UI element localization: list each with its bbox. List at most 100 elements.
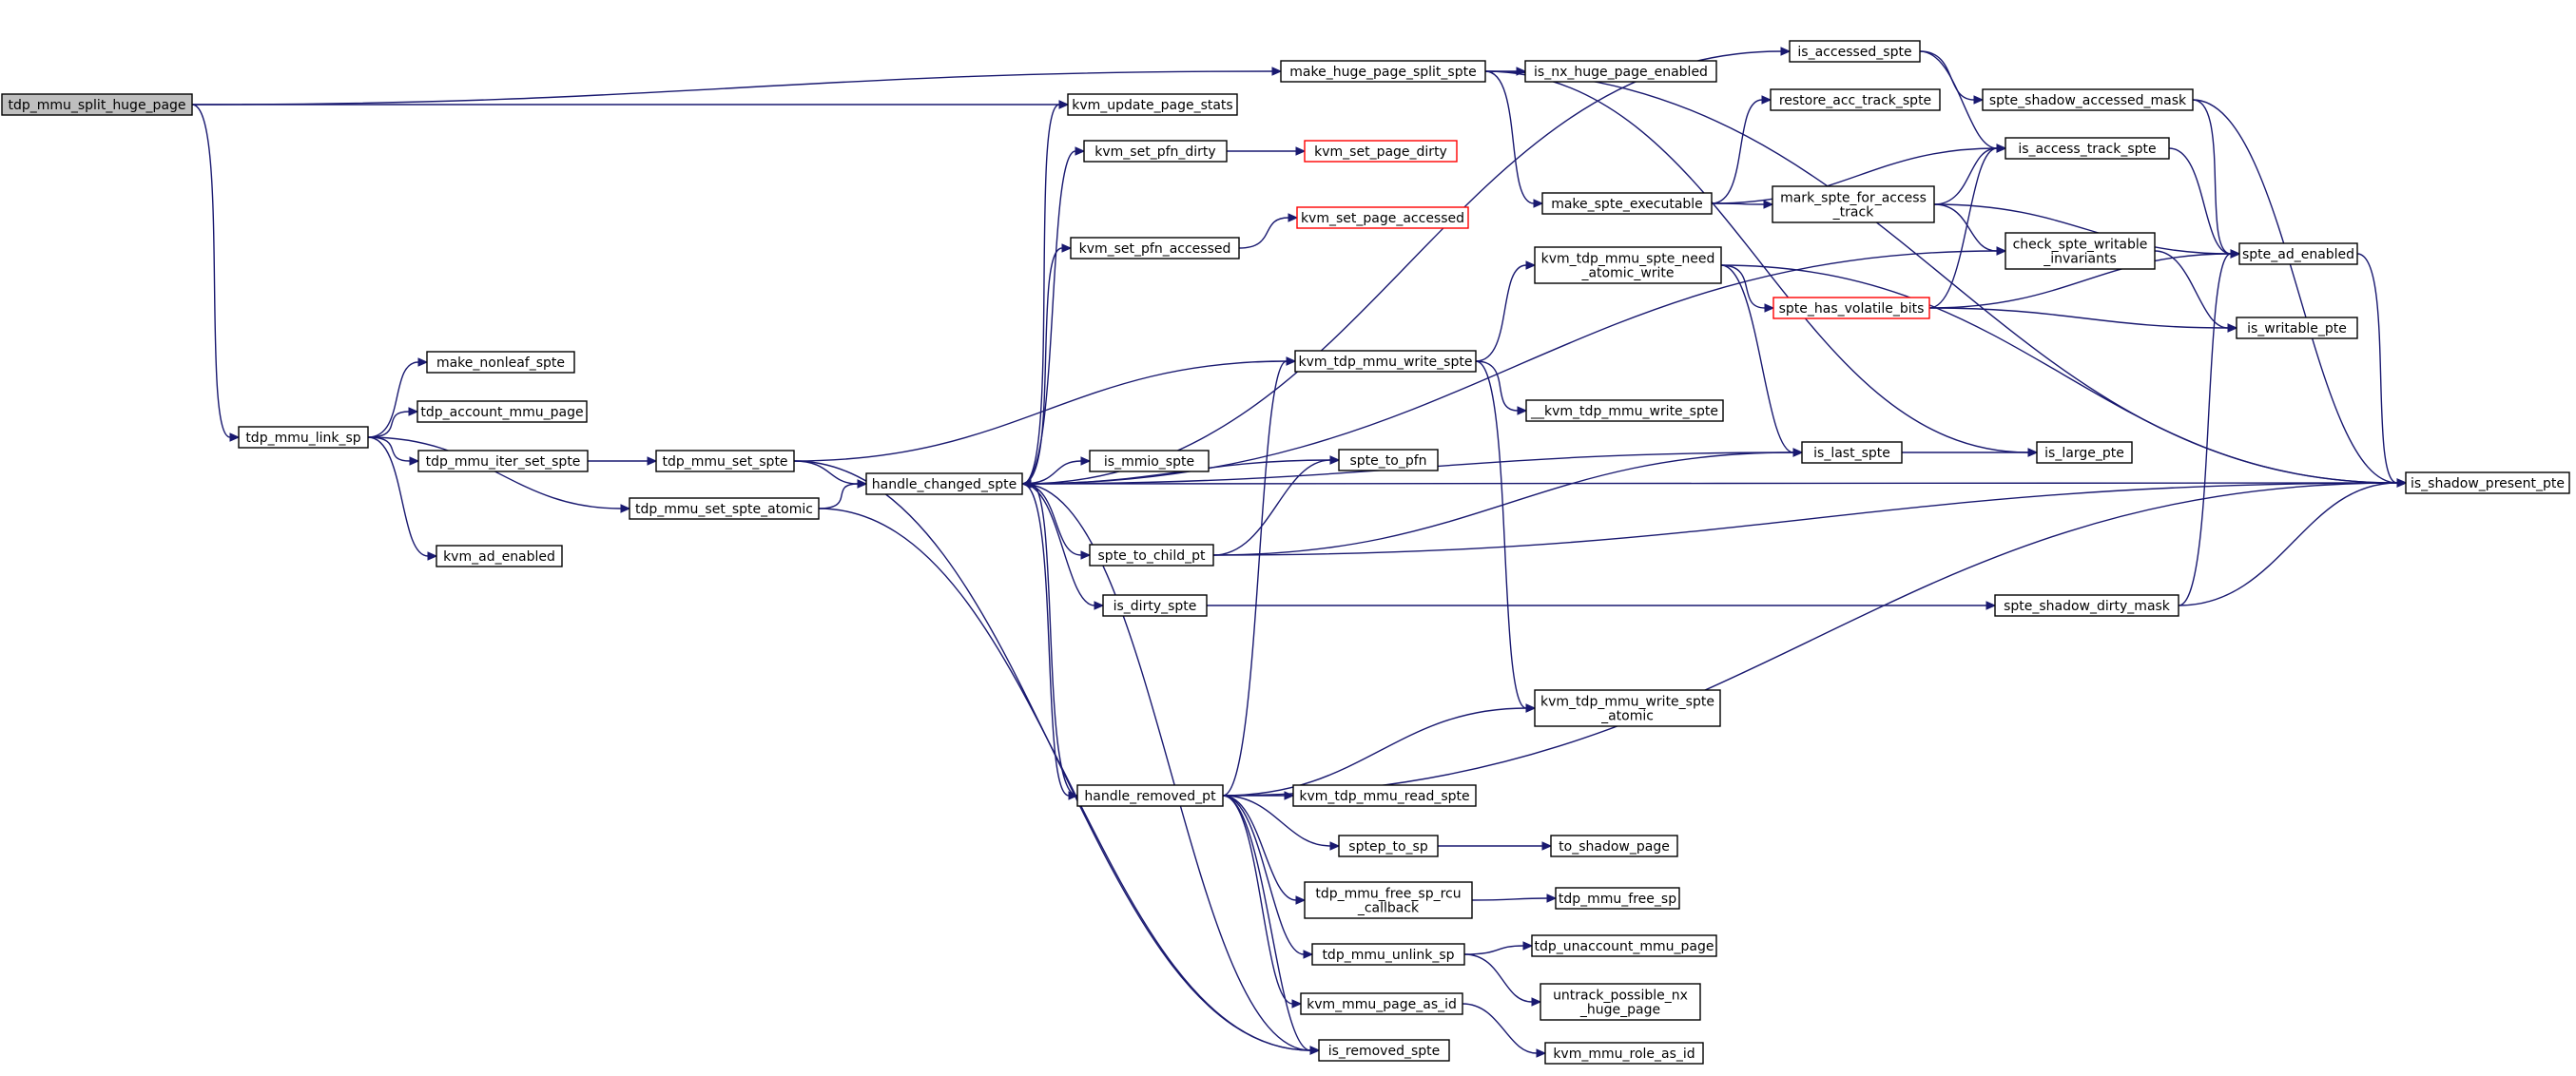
edge-arrowhead — [1792, 448, 1804, 457]
node-tdp-mmu-set-spte-atomic[interactable]: tdp_mmu_set_spte_atomic — [629, 497, 820, 520]
node-label: kvm_update_page_stats — [1072, 98, 1232, 113]
edge-arrowhead — [1284, 791, 1295, 800]
edge-spte-shadow-dirty-mask-to-spte-ad-enabled — [2178, 253, 2232, 606]
node-box — [1772, 185, 1935, 223]
node-box — [1083, 140, 1228, 163]
node-box — [1311, 943, 1465, 966]
node-box — [1102, 594, 1208, 617]
node-kvm-tdp-mmu-read-spte[interactable]: kvm_tdp_mmu_read_spte — [1292, 784, 1477, 807]
node-make-spte-executable[interactable]: make_spte_executable — [1541, 192, 1713, 215]
edges-layer — [191, 47, 2408, 1058]
node-label: spte_shadow_accessed_mask — [1989, 93, 2187, 108]
node-make-huge-page-split-spte[interactable]: make_huge_page_split_spte — [1280, 60, 1486, 83]
node-is-access-track-spte[interactable]: is_access_track_spte — [2005, 137, 2170, 160]
node-spte-to-pfn[interactable]: spte_to_pfn — [1338, 449, 1439, 471]
edge-arrowhead — [1329, 455, 1341, 465]
node-label: make_nonleaf_spte — [436, 355, 565, 371]
edge-make-huge-page-split-spte-to-make-spte-executable — [1484, 70, 1535, 204]
node-check-spte-writable-invariants[interactable]: check_spte_writable_invariants — [2005, 232, 2156, 270]
node-box — [1541, 192, 1713, 215]
node-tdp-mmu-iter-set-spte[interactable]: tdp_mmu_iter_set_spte — [417, 450, 589, 472]
node-box — [2036, 441, 2133, 464]
node-is-mmio-spte[interactable]: is_mmio_spte — [1089, 450, 1210, 472]
node-box — [2005, 137, 2170, 160]
node-label: kvm_mmu_role_as_id — [1553, 1047, 1695, 1062]
node-box — [655, 450, 795, 472]
node-tdp-unaccount-mmu-page[interactable]: tdp_unaccount_mmu_page — [1531, 934, 1717, 957]
edge-arrowhead — [1080, 550, 1092, 560]
node-kvm-tdp-mmu-write-spte[interactable]: __kvm_tdp_mmu_write_spte — [1525, 399, 1724, 422]
edge-arrowhead — [1985, 601, 1997, 610]
node-kvm-mmu-page-as-id[interactable]: kvm_mmu_page_as_id — [1300, 992, 1463, 1015]
node-tdp-mmu-split-huge-page[interactable]: tdp_mmu_split_huge_page — [1, 93, 193, 116]
node-box — [1076, 784, 1224, 807]
edge-arrowhead — [1061, 243, 1073, 253]
edge-tdp-mmu-set-spte-to-is-removed-spte — [793, 460, 1311, 1051]
node-kvm-tdp-mmu-write-spte-atomic[interactable]: kvm_tdp_mmu_write_spte_atomic — [1534, 689, 1721, 727]
node-restore-acc-track-spte[interactable]: restore_acc_track_spte — [1770, 88, 1941, 111]
node-is-shadow-present-pte[interactable]: is_shadow_present_pte — [2405, 471, 2570, 494]
node-spte-to-child-pt[interactable]: spte_to_child_pt — [1089, 544, 1214, 567]
node-kvm-set-page-dirty[interactable]: kvm_set_page_dirty — [1304, 140, 1458, 163]
node-tdp-mmu-free-sp[interactable]: tdp_mmu_free_sp — [1555, 887, 1680, 910]
node-tdp-mmu-set-spte[interactable]: tdp_mmu_set_spte — [655, 450, 795, 472]
node-kvm-tdp-mmu-write-spte[interactable]: kvm_tdp_mmu_write_spte — [1294, 350, 1477, 373]
node-tdp-account-mmu-page[interactable]: tdp_account_mmu_page — [416, 400, 588, 423]
node-kvm-update-page-stats[interactable]: kvm_update_page_stats — [1067, 93, 1238, 116]
node-sptep-to-sp[interactable]: sptep_to_sp — [1338, 835, 1439, 857]
node-is-nx-huge-page-enabled[interactable]: is_nx_huge_page_enabled — [1524, 60, 1717, 83]
node-to-shadow-page[interactable]: to_shadow_page — [1550, 835, 1678, 857]
node-mark-spte-for-access-track[interactable]: mark_spte_for_access_track — [1772, 185, 1935, 223]
node-box — [1318, 1039, 1450, 1062]
node-label: kvm_tdp_mmu_write_spte — [1299, 355, 1473, 370]
node-spte-ad-enabled[interactable]: spte_ad_enabled — [2238, 242, 2358, 265]
node-tdp-mmu-free-sp-rcu-callback[interactable]: tdp_mmu_free_sp_rcu_callback — [1304, 881, 1473, 919]
node-untrack-possible-nx-huge-page[interactable]: untrack_possible_nx_huge_page — [1540, 983, 1701, 1021]
edge-arrowhead — [1536, 1048, 1547, 1058]
edge-arrowhead — [857, 479, 868, 489]
node-kvm-set-page-accessed[interactable]: kvm_set_page_accessed — [1296, 206, 1469, 229]
node-handle-changed-spte[interactable]: handle_changed_spte — [865, 472, 1023, 495]
node-box — [629, 497, 820, 520]
node-label: kvm_tdp_mmu_write_spte — [1540, 695, 1714, 710]
node-box — [1555, 887, 1680, 910]
edge-arrowhead — [1295, 146, 1307, 156]
node-label: tdp_mmu_set_spte — [662, 454, 787, 470]
node-kvm-ad-enabled[interactable]: kvm_ad_enabled — [436, 545, 563, 567]
edge-tdp-mmu-set-spte-atomic-to-is-removed-spte — [818, 508, 1311, 1051]
edge-arrowhead — [1329, 841, 1341, 851]
node-kvm-tdp-mmu-spte-need-atomic-write[interactable]: kvm_tdp_mmu_spte_need_atomic_write — [1534, 246, 1722, 284]
node-spte-has-volatile-bits[interactable]: spte_has_volatile_bits — [1772, 297, 1930, 319]
edge-spte-has-volatile-bits-to-is-writable-pte — [1928, 307, 2229, 329]
edge-arrowhead — [1517, 406, 1528, 415]
node-box — [1067, 93, 1238, 116]
edge-handle-changed-spte-to-kvm-set-pfn-dirty — [1021, 150, 1076, 485]
node-make-nonleaf-spte[interactable]: make_nonleaf_spte — [426, 351, 575, 374]
node-handle-removed-pt[interactable]: handle_removed_pt — [1076, 784, 1224, 807]
node-is-removed-spte[interactable]: is_removed_spte — [1318, 1039, 1450, 1062]
edge-spte-ad-enabled-to-is-shadow-present-pte — [2356, 253, 2398, 484]
edge-spte-shadow-dirty-mask-to-is-shadow-present-pte — [2178, 482, 2398, 606]
node-label: restore_acc_track_spte — [1779, 93, 1931, 108]
edge-arrowhead — [1533, 199, 1544, 208]
node-spte-shadow-dirty-mask[interactable]: spte_shadow_dirty_mask — [1994, 594, 2179, 617]
node-label: is_writable_pte — [2247, 321, 2347, 336]
node-kvm-mmu-role-as-id[interactable]: kvm_mmu_role_as_id — [1544, 1042, 1704, 1065]
node-kvm-set-pfn-dirty[interactable]: kvm_set_pfn_dirty — [1083, 140, 1228, 163]
node-kvm-set-pfn-accessed[interactable]: kvm_set_pfn_accessed — [1070, 237, 1240, 259]
edge-handle-removed-pt-to-kvm-mmu-page-as-id — [1222, 795, 1293, 1005]
node-is-writable-pte[interactable]: is_writable_pte — [2236, 317, 2358, 339]
node-tdp-mmu-unlink-sp[interactable]: tdp_mmu_unlink_sp — [1311, 943, 1465, 966]
node-tdp-mmu-link-sp[interactable]: tdp_mmu_link_sp — [238, 426, 369, 449]
node-box — [238, 426, 369, 449]
node-label: sptep_to_sp — [1348, 839, 1428, 855]
nodes-layer: tdp_mmu_split_huge_page make_huge_page_sp… — [1, 40, 2570, 1065]
node-label: is_mmio_spte — [1104, 454, 1194, 470]
node-box — [1550, 835, 1678, 857]
node-is-dirty-spte[interactable]: is_dirty_spte — [1102, 594, 1208, 617]
node-spte-shadow-accessed-mask[interactable]: spte_shadow_accessed_mask — [1982, 88, 2194, 111]
node-is-large-pte[interactable]: is_large_pte — [2036, 441, 2133, 464]
node-is-last-spte[interactable]: is_last_spte — [1801, 441, 1903, 464]
edge-handle-changed-spte-to-kvm-set-pfn-accessed — [1021, 247, 1063, 485]
node-is-accessed-spte[interactable]: is_accessed_spte — [1789, 40, 1921, 63]
